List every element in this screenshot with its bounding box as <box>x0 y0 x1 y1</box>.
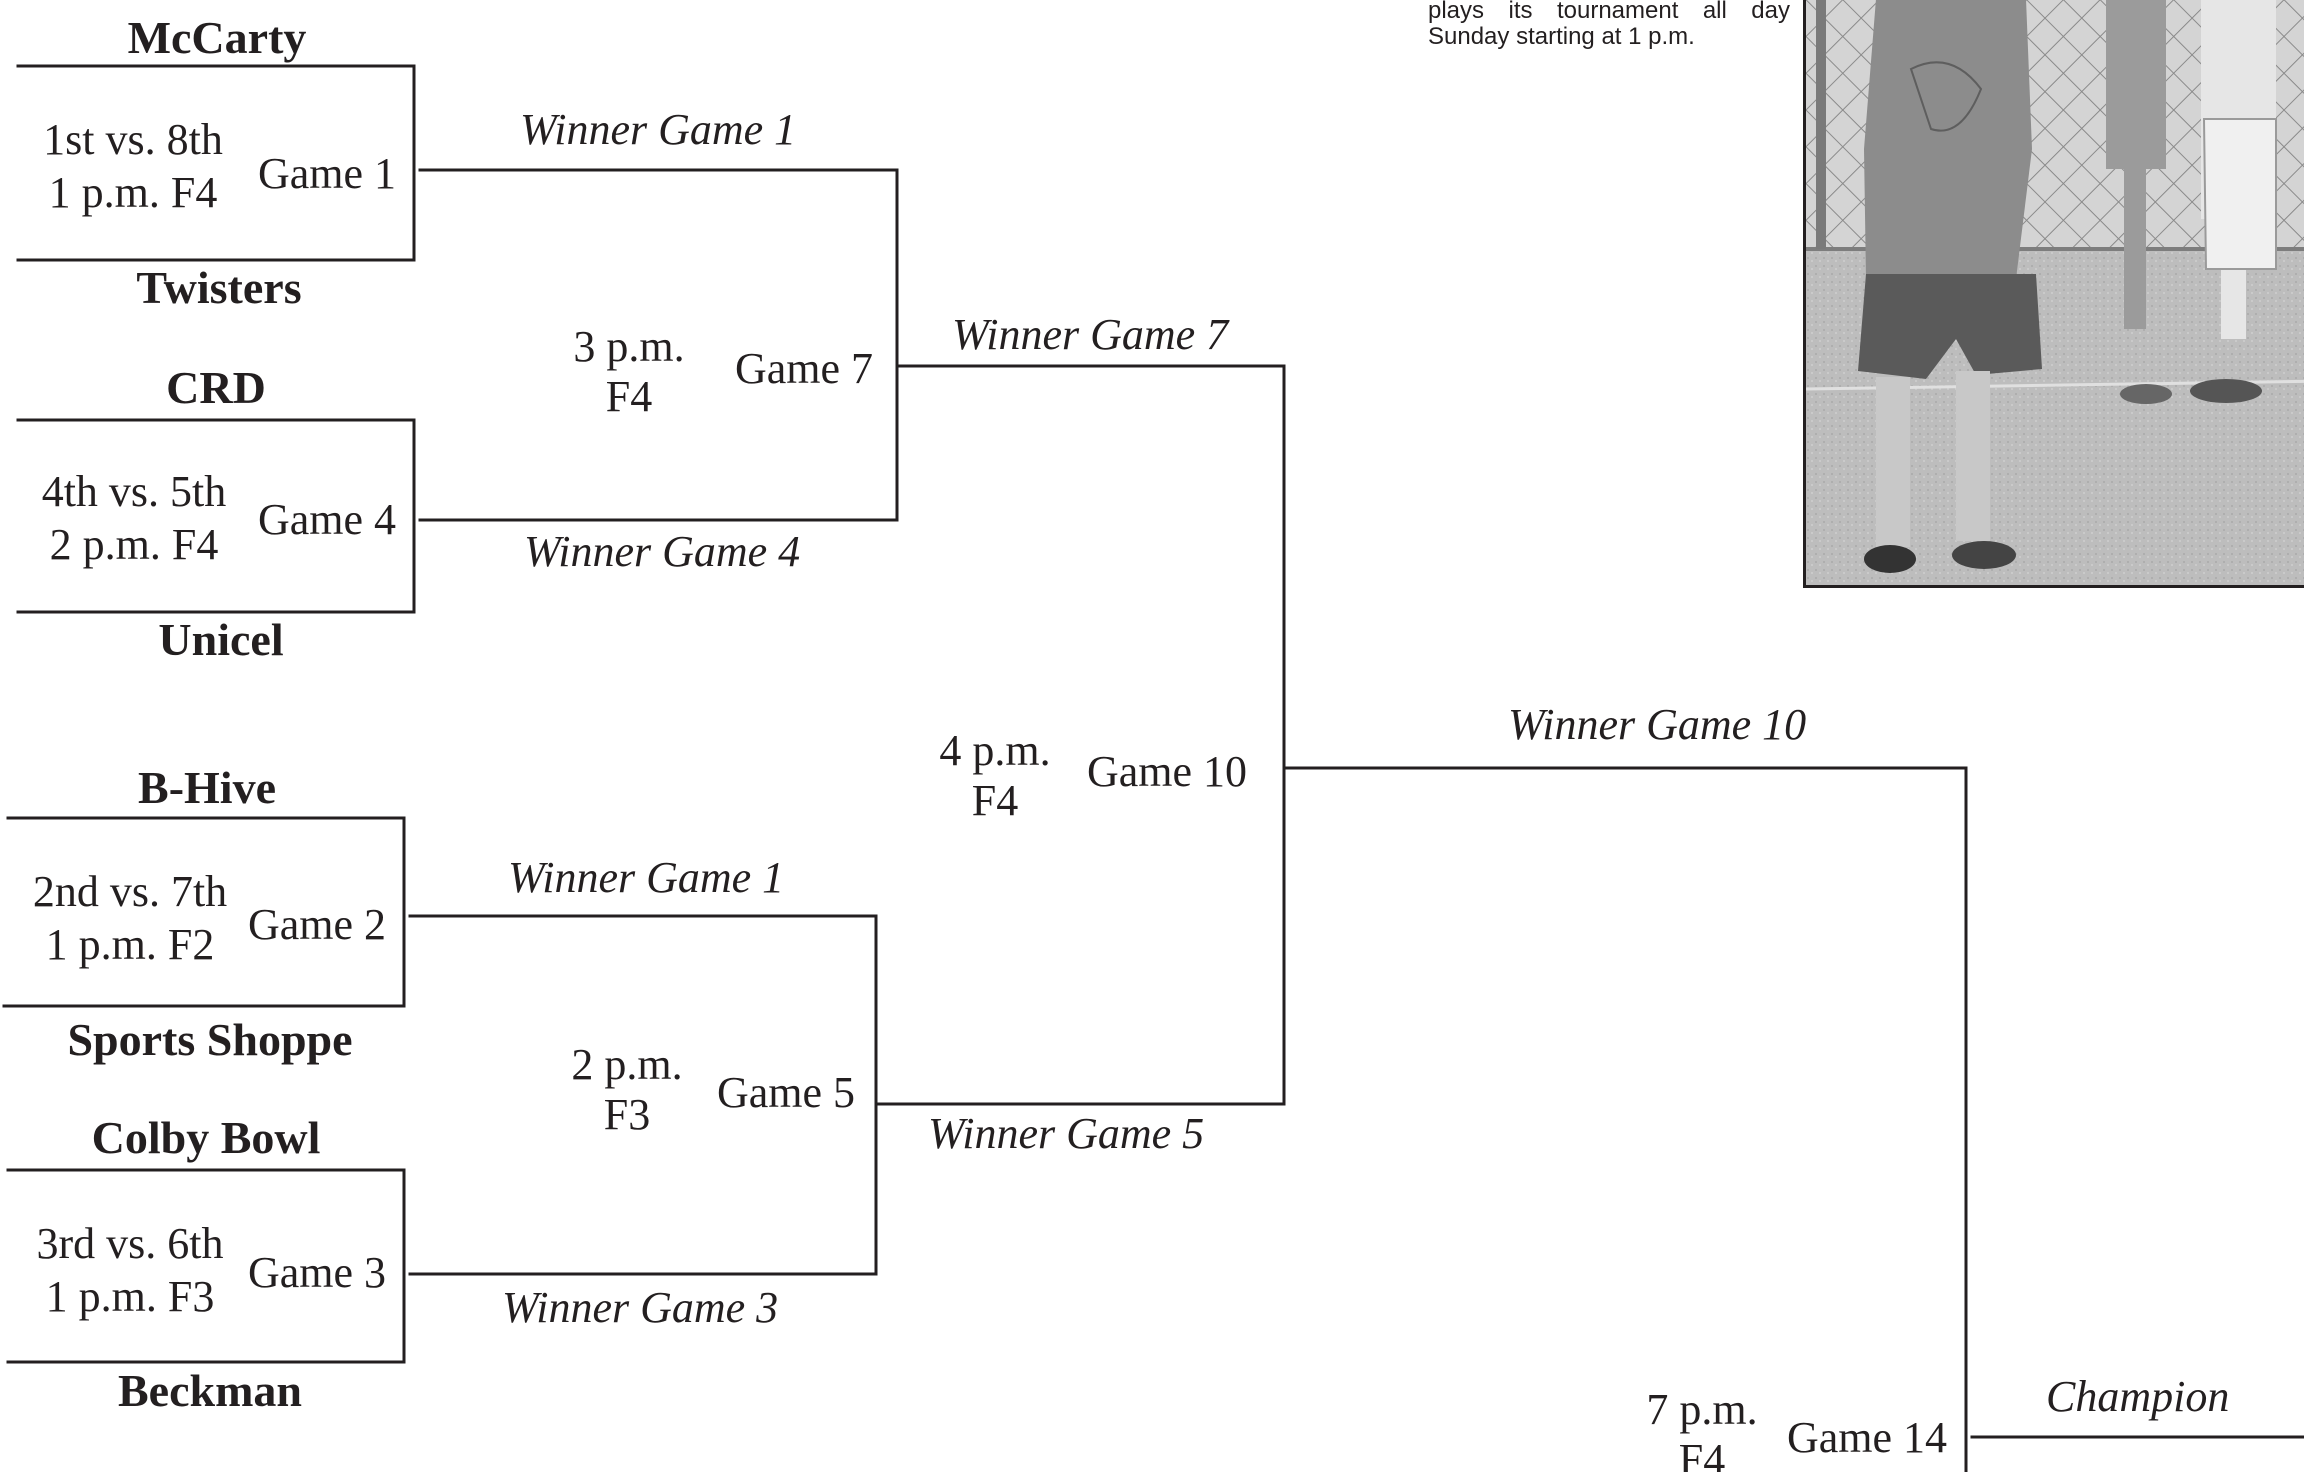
game4-time: 2 p.m. F4 <box>49 519 219 569</box>
team-mccarty: McCarty <box>127 12 307 63</box>
team-twisters: Twisters <box>136 262 302 313</box>
game2-time: 1 p.m. F2 <box>45 919 215 969</box>
game7-label: Game 7 <box>735 344 874 393</box>
game3-bracket <box>6 1168 406 1364</box>
game4-matchup-info: 4th vs. 5th 2 p.m. F4 <box>42 466 227 572</box>
game14-label: Game 14 <box>1787 1413 1948 1462</box>
game2-label: Game 2 <box>248 900 387 949</box>
team-unicel: Unicel <box>158 614 284 665</box>
game1-time: 1 p.m. F4 <box>48 167 218 217</box>
game3-seeding: 3rd vs. 6th <box>36 1219 224 1268</box>
game3-matchup-info: 3rd vs. 6th 1 p.m. F3 <box>37 1218 224 1324</box>
game10-time: 4 p.m. <box>939 726 1051 775</box>
game10-field: F4 <box>971 776 1019 826</box>
game5-field: F3 <box>603 1090 651 1140</box>
winner-game5: Winner Game 5 <box>928 1109 1205 1158</box>
game7-field: F4 <box>605 372 653 422</box>
game1-bracket <box>16 64 416 262</box>
winner-game1-top: Winner Game 1 <box>520 105 797 154</box>
winner-game3: Winner Game 3 <box>502 1283 779 1332</box>
team-crd: CRD <box>166 362 266 413</box>
game14-schedule: 7 p.m. F4 <box>1646 1385 1757 1472</box>
game5-schedule: 2 p.m. F3 <box>571 1040 682 1140</box>
game7-schedule: 3 p.m. F4 <box>573 322 684 422</box>
game14-field: F4 <box>1678 1435 1726 1472</box>
winner-game7: Winner Game 7 <box>952 310 1229 359</box>
winner-game4: Winner Game 4 <box>524 527 801 576</box>
game1-matchup-info: 1st vs. 8th 1 p.m. F4 <box>43 114 223 220</box>
team-b-hive: B-Hive <box>138 762 276 813</box>
game10-schedule: 4 p.m. F4 <box>939 726 1050 826</box>
game1-label: Game 1 <box>258 149 397 198</box>
game3-label: Game 3 <box>248 1248 387 1297</box>
game5-time: 2 p.m. <box>571 1040 683 1089</box>
game7-time: 3 p.m. <box>573 322 685 371</box>
game1-seeding: 1st vs. 8th <box>43 115 223 164</box>
game4-label: Game 4 <box>258 495 397 544</box>
game14-time: 7 p.m. <box>1646 1385 1758 1434</box>
photo-caption: plays its tournament all day Sunday star… <box>1428 0 1790 51</box>
champion-label: Champion <box>2046 1372 2230 1421</box>
game2-bracket <box>2 816 406 1008</box>
game5-label: Game 5 <box>717 1068 856 1117</box>
game2-matchup-info: 2nd vs. 7th 1 p.m. F2 <box>33 866 227 972</box>
softball-photo <box>1803 0 2304 588</box>
game2-seeding: 2nd vs. 7th <box>32 867 228 916</box>
team-sports-shoppe: Sports Shoppe <box>67 1014 353 1065</box>
winner-game1-bottom: Winner Game 1 <box>508 853 785 902</box>
game10-label: Game 10 <box>1087 747 1248 796</box>
game4-bracket <box>16 418 416 614</box>
team-beckman: Beckman <box>118 1365 302 1416</box>
photo-illustration <box>1806 0 2304 585</box>
winner-game10: Winner Game 10 <box>1508 700 1807 749</box>
team-colby-bowl: Colby Bowl <box>91 1112 321 1163</box>
game4-seeding: 4th vs. 5th <box>41 467 227 516</box>
game3-time: 1 p.m. F3 <box>45 1271 215 1321</box>
